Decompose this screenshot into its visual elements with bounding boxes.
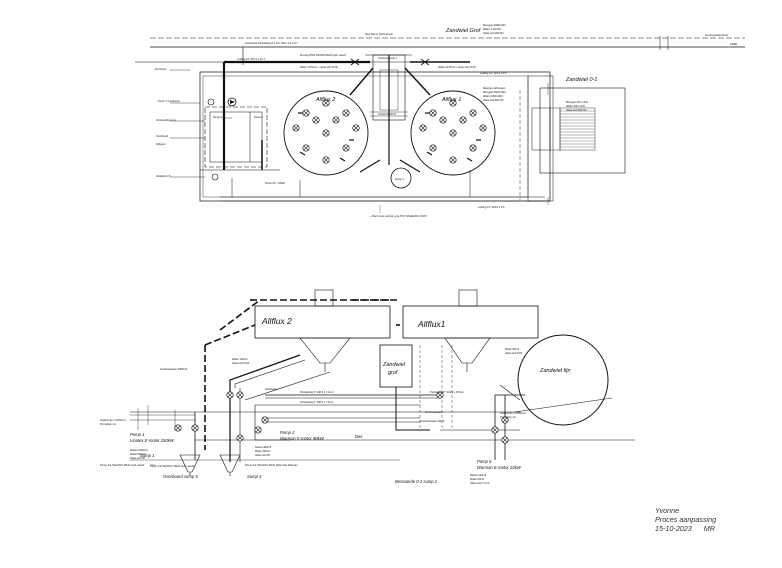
slibgoot-label: Slibgoot [156, 142, 166, 146]
verzamelbuis-label: Verzamelbuis 0-1 [156, 118, 177, 122]
cap2-2: Pompdiep 1m [500, 415, 516, 419]
water-left-1: Water 100m3 [232, 357, 248, 361]
allflux2-label: Allflux 2 [315, 97, 335, 103]
water-right-1: Water 80m3 [505, 347, 520, 351]
allflux2-side-label: Allflux 2 [261, 316, 292, 326]
overloopsump-label: Overloopsump 1 [378, 56, 398, 60]
sump1-plan [390, 167, 412, 189]
fijn-spec-2: Water 340 m3/hr [566, 104, 585, 108]
grof-spec-2: Water 3 t3m3/hr [483, 27, 502, 31]
grof-spec-3: Vaste stof 269 t/hr [483, 31, 504, 35]
pomp2-label-2: Warman E-motor 90kW [280, 436, 325, 441]
side-labels: Allflux 2 Allflux1 Zandwiel grof Zandwie… [100, 316, 571, 485]
pomp7-label: Pomp 7 overboord [158, 99, 180, 103]
rekenen-4: Vaste stof 600 t/hr [483, 98, 504, 102]
stamp-line-1: Yvonne [655, 506, 679, 515]
pomp6-spec-1: Debiet 120m3 [470, 473, 487, 477]
rekenen-1: Rekenen afbouwen [483, 86, 506, 90]
title-stamp: Yvonne Proces aanpassing 15-10-2023 MR [655, 506, 716, 533]
pomp2-spec-2: Water 320m3 [255, 449, 271, 453]
dashes-plan [298, 112, 481, 162]
valve-label: Ventiel 6840m3 [378, 112, 396, 116]
leiding12b-label: Leiding 12" 323.9 x 9.5 [478, 205, 505, 209]
zandwiel-grof-side-1: Zandwiel [382, 362, 406, 368]
cap1-1: Drukpomp L=1000mm [100, 418, 126, 422]
stamp-line-3: 15-10-2023 MR [655, 524, 715, 533]
plan-labels: Allflux 2 Allflux 1 Zandwiel Grof Zandwi… [155, 23, 737, 218]
pomp2-spec-1: Debiet 400m3 [255, 445, 272, 449]
zandwiel-grof-side-2: grof [388, 370, 398, 376]
allflux2-tank-plan [283, 90, 369, 176]
bottom-note-label: + Roof cone vertical, type PVC NNHE DOL … [370, 214, 427, 218]
water-left-2: Vaste stof 100t [232, 361, 249, 365]
pomp6-label-2: Warman E-motor 22kW [477, 465, 522, 470]
pomp1-spec-3: Vaste stof 40 [130, 456, 146, 460]
sump4-label: Sump 4 [254, 115, 263, 119]
flushing-label: FLUreg 8784 DN 800 PE10 Hydr. aandr. [300, 53, 347, 57]
persleiding6-label: Persleiding 6" 168.3 x 7.1mm [300, 390, 334, 394]
leiding12-label: Leiding 12" 323.9 x 9.5 [480, 71, 507, 75]
overloop-label: Overloopwaterdrous [705, 33, 729, 37]
zandwater-label: Zandwater [265, 387, 277, 391]
stamp-line-2: Proces aanpassing [655, 515, 716, 524]
pomp6-spec-2: Water 80m3 [470, 477, 485, 481]
water-right-2: Vaste stof 100t [505, 351, 522, 355]
spui-label: Spui 30mm bocht afvoer [365, 32, 393, 36]
sump4-side-label: Sump 4 [247, 474, 262, 479]
zandwiel-grof-label: Zandwiel Grof [445, 28, 481, 34]
sump1-side-label: Sump 1 [140, 453, 154, 458]
side-valves [174, 391, 509, 444]
dwr-label: Dwr [355, 434, 363, 439]
pump-symbols-plan [207, 58, 430, 181]
zandwiel-fijn-drum [517, 334, 609, 426]
rekenen-3: Water 2300m3/hr [483, 94, 503, 98]
persleiding-label: Overboord Persleiding 8 1 1/4" 360 x 12.… [245, 41, 298, 45]
cap3-1: Overloopwater [425, 410, 442, 414]
pomp1-spec-1: Debiet 1200m3 [130, 448, 148, 452]
pomp1-label-1: Pomp 1 [130, 432, 144, 437]
hdpe-label: HDPE [730, 42, 737, 46]
pomp2-label-1: Pomp 2 [280, 430, 295, 435]
persleiding8-label: Persleiding 8" 323.9 x 9.5mm [430, 390, 464, 394]
pomp-e1-label: Pomp 4 E TECHNO PE10 Hydr. aandr. [100, 463, 145, 467]
grof-spec-1: Mengsel 4409m3/hr [483, 23, 506, 27]
pomp1-spec-2: Water 800m3 [130, 452, 146, 456]
water-right-label: Water 1170m3 + vaste stof 40 t/h [438, 65, 477, 69]
cap1-2: Pompdiep 1m [100, 422, 116, 426]
plan-view [135, 36, 745, 213]
pomp6-label-1: Pomp 6 [477, 459, 492, 464]
sump5-label: Sump 5 [213, 115, 222, 119]
sump1-label: Sump 1 [395, 177, 404, 181]
zandwiel-01-label: Zandwiel 0-1 [565, 77, 598, 83]
zandwiel-fijn-label: Zandwiel fijn [539, 368, 571, 374]
pomp6-spec-3: Vaste stof 7.5 t/h [470, 481, 490, 485]
fijn-spec-1: Mengsel 410 m3/hr [566, 100, 588, 104]
pomp-e3-label: Pomp 4 E TECHNO PE10 Hydr. aandr. [150, 464, 195, 468]
leiding-top-label: Leiding 16" 457.2 x 12.7 [237, 57, 265, 61]
side-view [130, 289, 635, 476]
pomp-small-label: Pomp 05 - 1000p [265, 181, 285, 185]
pomp-e2-label: Pomp 2 E TECHNO PE10 (Warman) Warman [245, 463, 298, 467]
rekenen-2: Mengsel 2600m3/hr [483, 90, 506, 94]
cap2-1: Drukpomp L=1000mm [500, 411, 526, 415]
pomp1-label-2: Linatex E-motor 250kW [130, 438, 175, 443]
water-left-label: Water 1170m3 + vaste stof 40 t/h [300, 65, 339, 69]
pomp2-spec-3: Vaste stof 40 [255, 453, 271, 457]
allflux1-tank-plan [410, 90, 496, 176]
persleiding6b-label: Persleiding 6" 168.3 x 7.1mm [300, 400, 334, 404]
zandpomp-label: Zandpomp 5 [156, 174, 171, 178]
overboord-label: Overboord [156, 134, 169, 138]
fijn-spec-3: Vaste stof 400 t/hr [566, 108, 587, 112]
overboard-sump5-label: Overboard sump 5 [163, 474, 198, 479]
allflux1-label: Allflux 1 [441, 97, 461, 103]
flocmeter-label: Flocmeter [155, 67, 167, 71]
overloop-mid-label: Overloopwater 40m3 [420, 419, 445, 423]
overloop-left-label: Overloopwater 3000m3 [160, 367, 188, 371]
allflux1-side-label: Allflux1 [417, 319, 446, 329]
bestaande-label: Bestaande 0-1 sump 2 [395, 479, 438, 484]
